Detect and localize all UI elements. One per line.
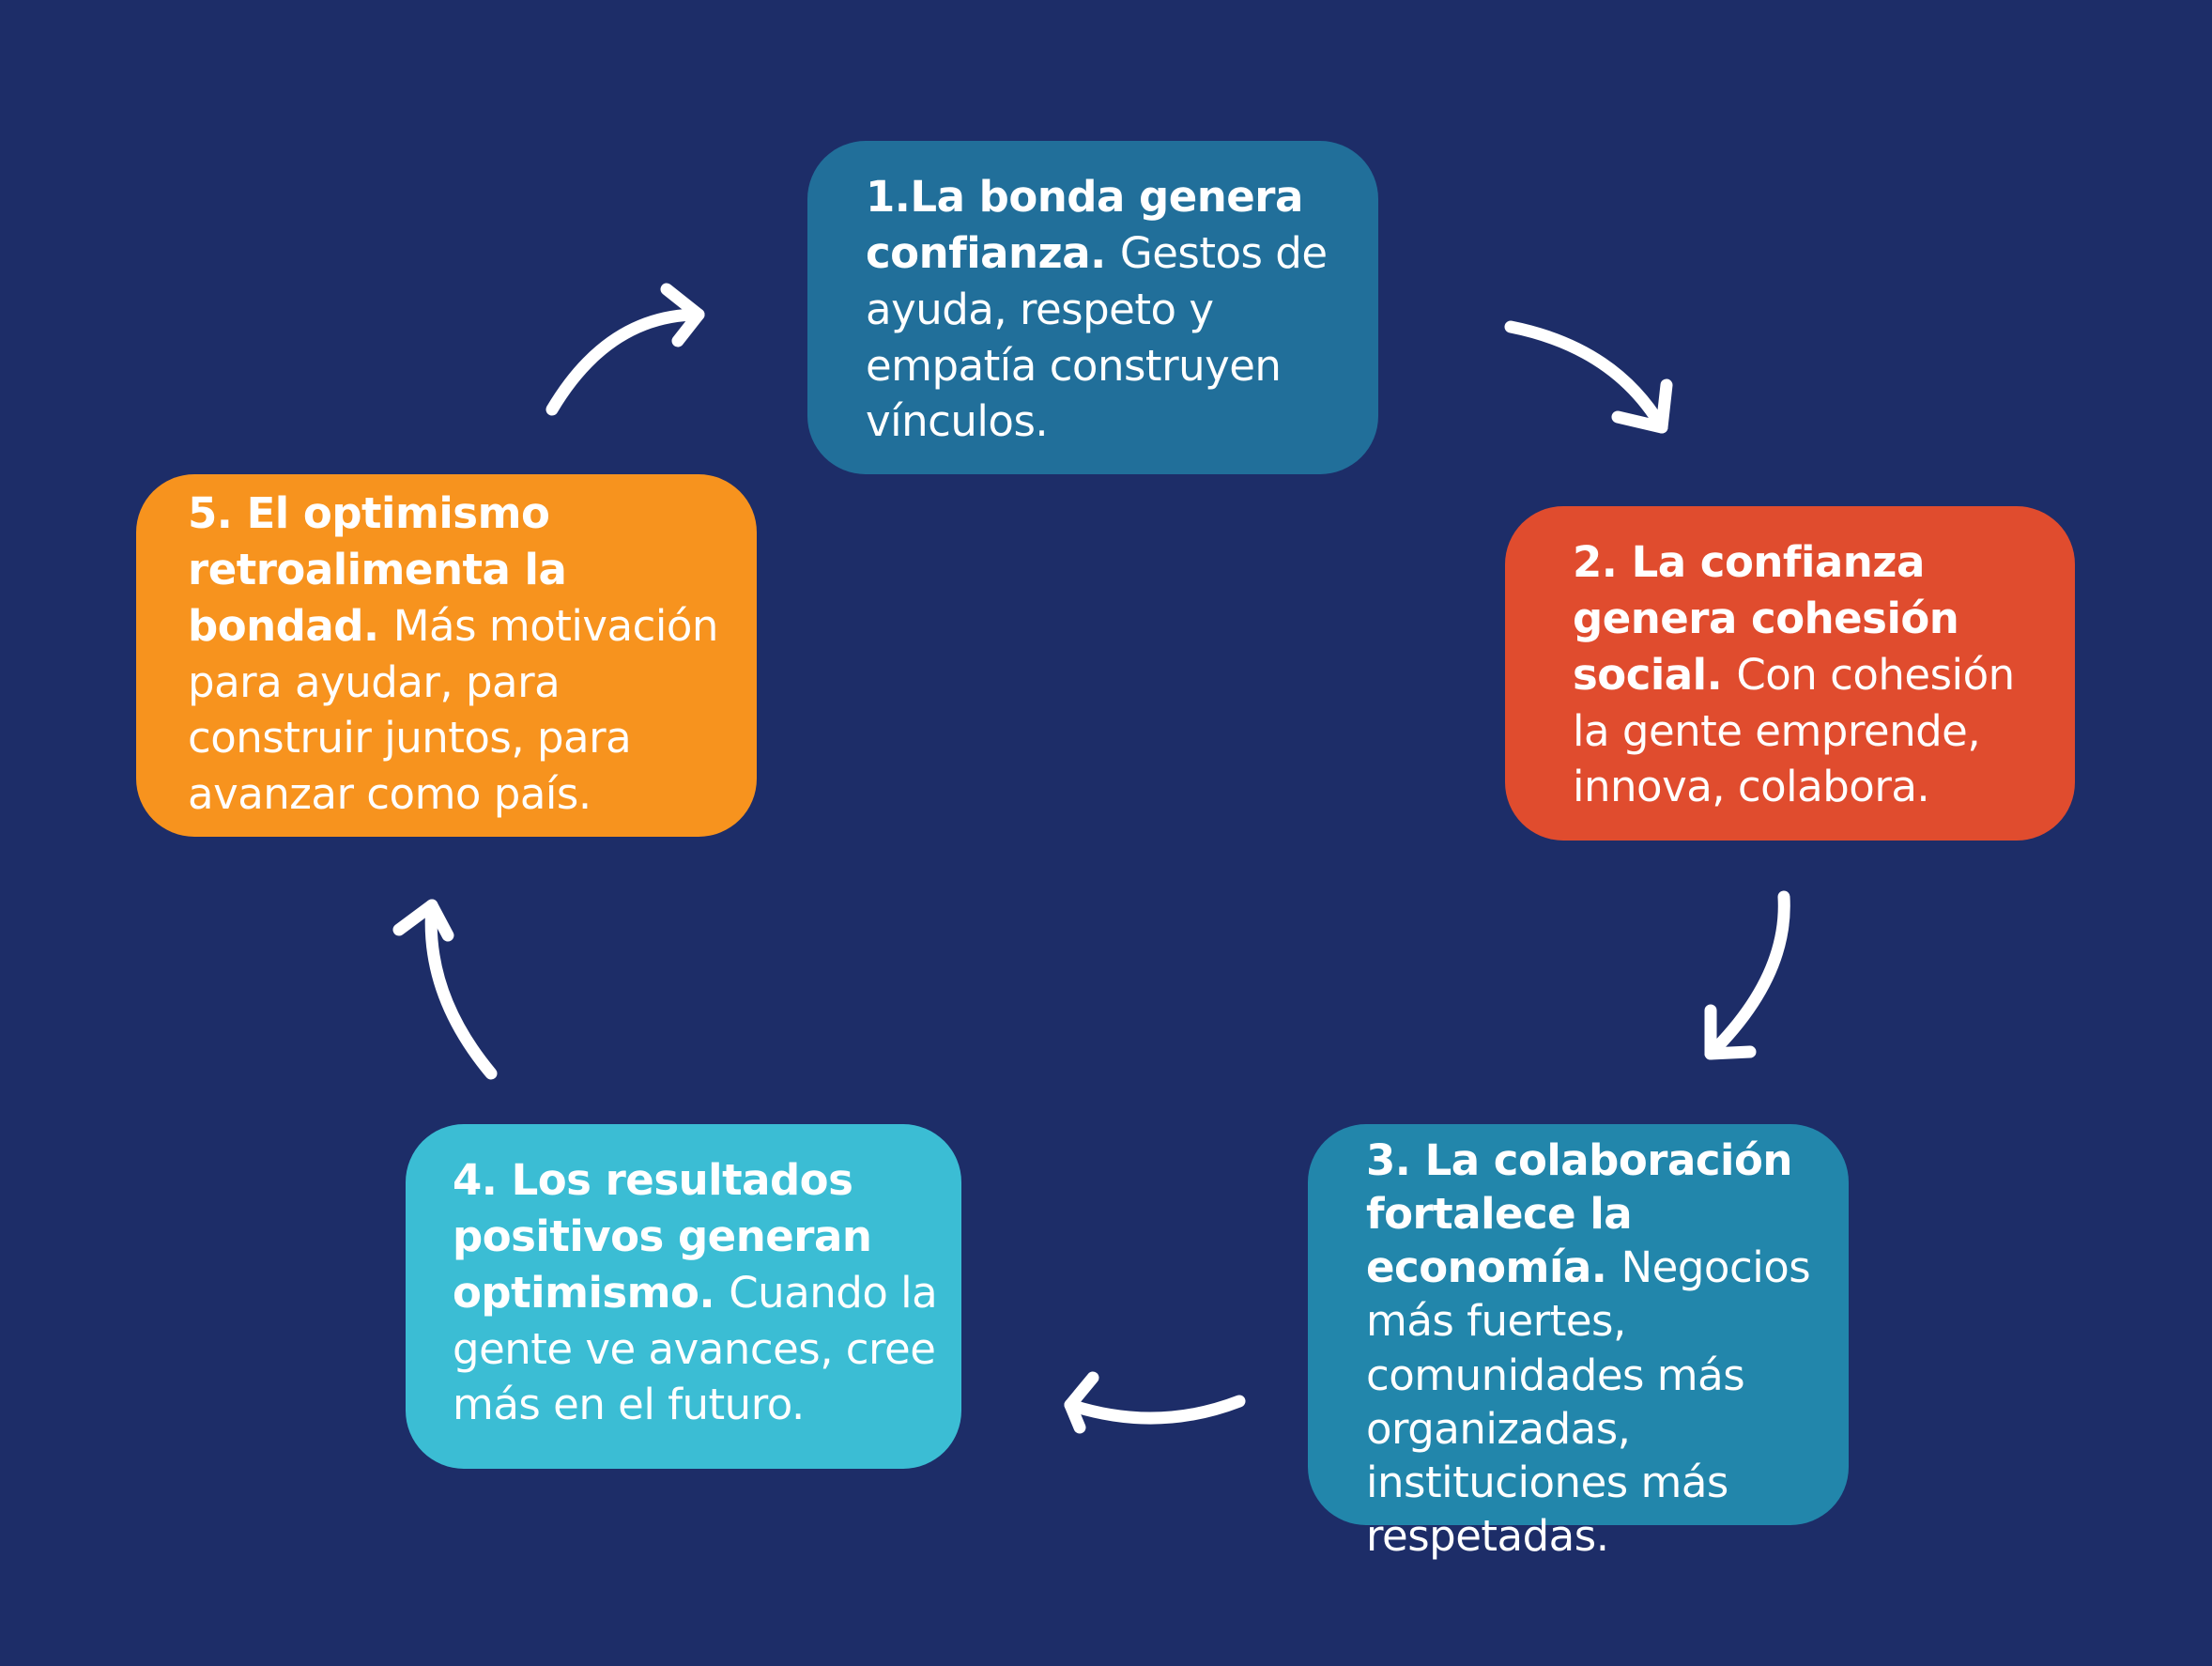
arrow-group (392, 283, 1790, 1434)
cycle-step-2: 2. La confianza genera cohesión social. … (1505, 506, 2075, 841)
cycle-step-5: 5. El optimismo retroalimenta la bondad.… (136, 474, 757, 837)
arrow-2-to-3-icon (1704, 890, 1790, 1060)
step-3-description: Negocios más fuertes, comunidades más or… (1366, 1242, 1811, 1561)
cycle-step-4: 4. Los resultados positivos generan opti… (406, 1124, 961, 1469)
step-4-title: 4. Los resultados positivos generan opti… (453, 1155, 872, 1318)
arrow-3-to-4-icon (1064, 1371, 1246, 1434)
cycle-step-3: 3. La colaboración fortalece la economía… (1308, 1124, 1849, 1561)
step-4-description: Cuando la gente ve avances, cree más en … (453, 1267, 938, 1430)
step-1-description: Gestos de ayuda, respeto y empatía const… (866, 227, 1328, 447)
arrow-5-to-1-icon (545, 283, 705, 416)
step-5-title: 5. El optimismo retroalimenta la bondad. (188, 488, 567, 651)
step-2-title: 2. La confianza genera cohesión social. (1573, 537, 1959, 700)
cycle-step-1: 1.La bonda genera confianza. Gestos de a… (807, 141, 1378, 474)
arrow-4-to-5-icon (392, 899, 498, 1080)
step-5-description: Más motivación para ayudar, para constru… (188, 600, 718, 820)
step-3-title: 3. La colaboración fortalece la economía… (1366, 1135, 1792, 1293)
step-1-title: 1.La bonda genera confianza. (866, 172, 1303, 278)
arrow-1-to-2-icon (1504, 320, 1673, 434)
step-2-description: Con cohesión la gente emprende, innova, … (1573, 649, 2015, 812)
